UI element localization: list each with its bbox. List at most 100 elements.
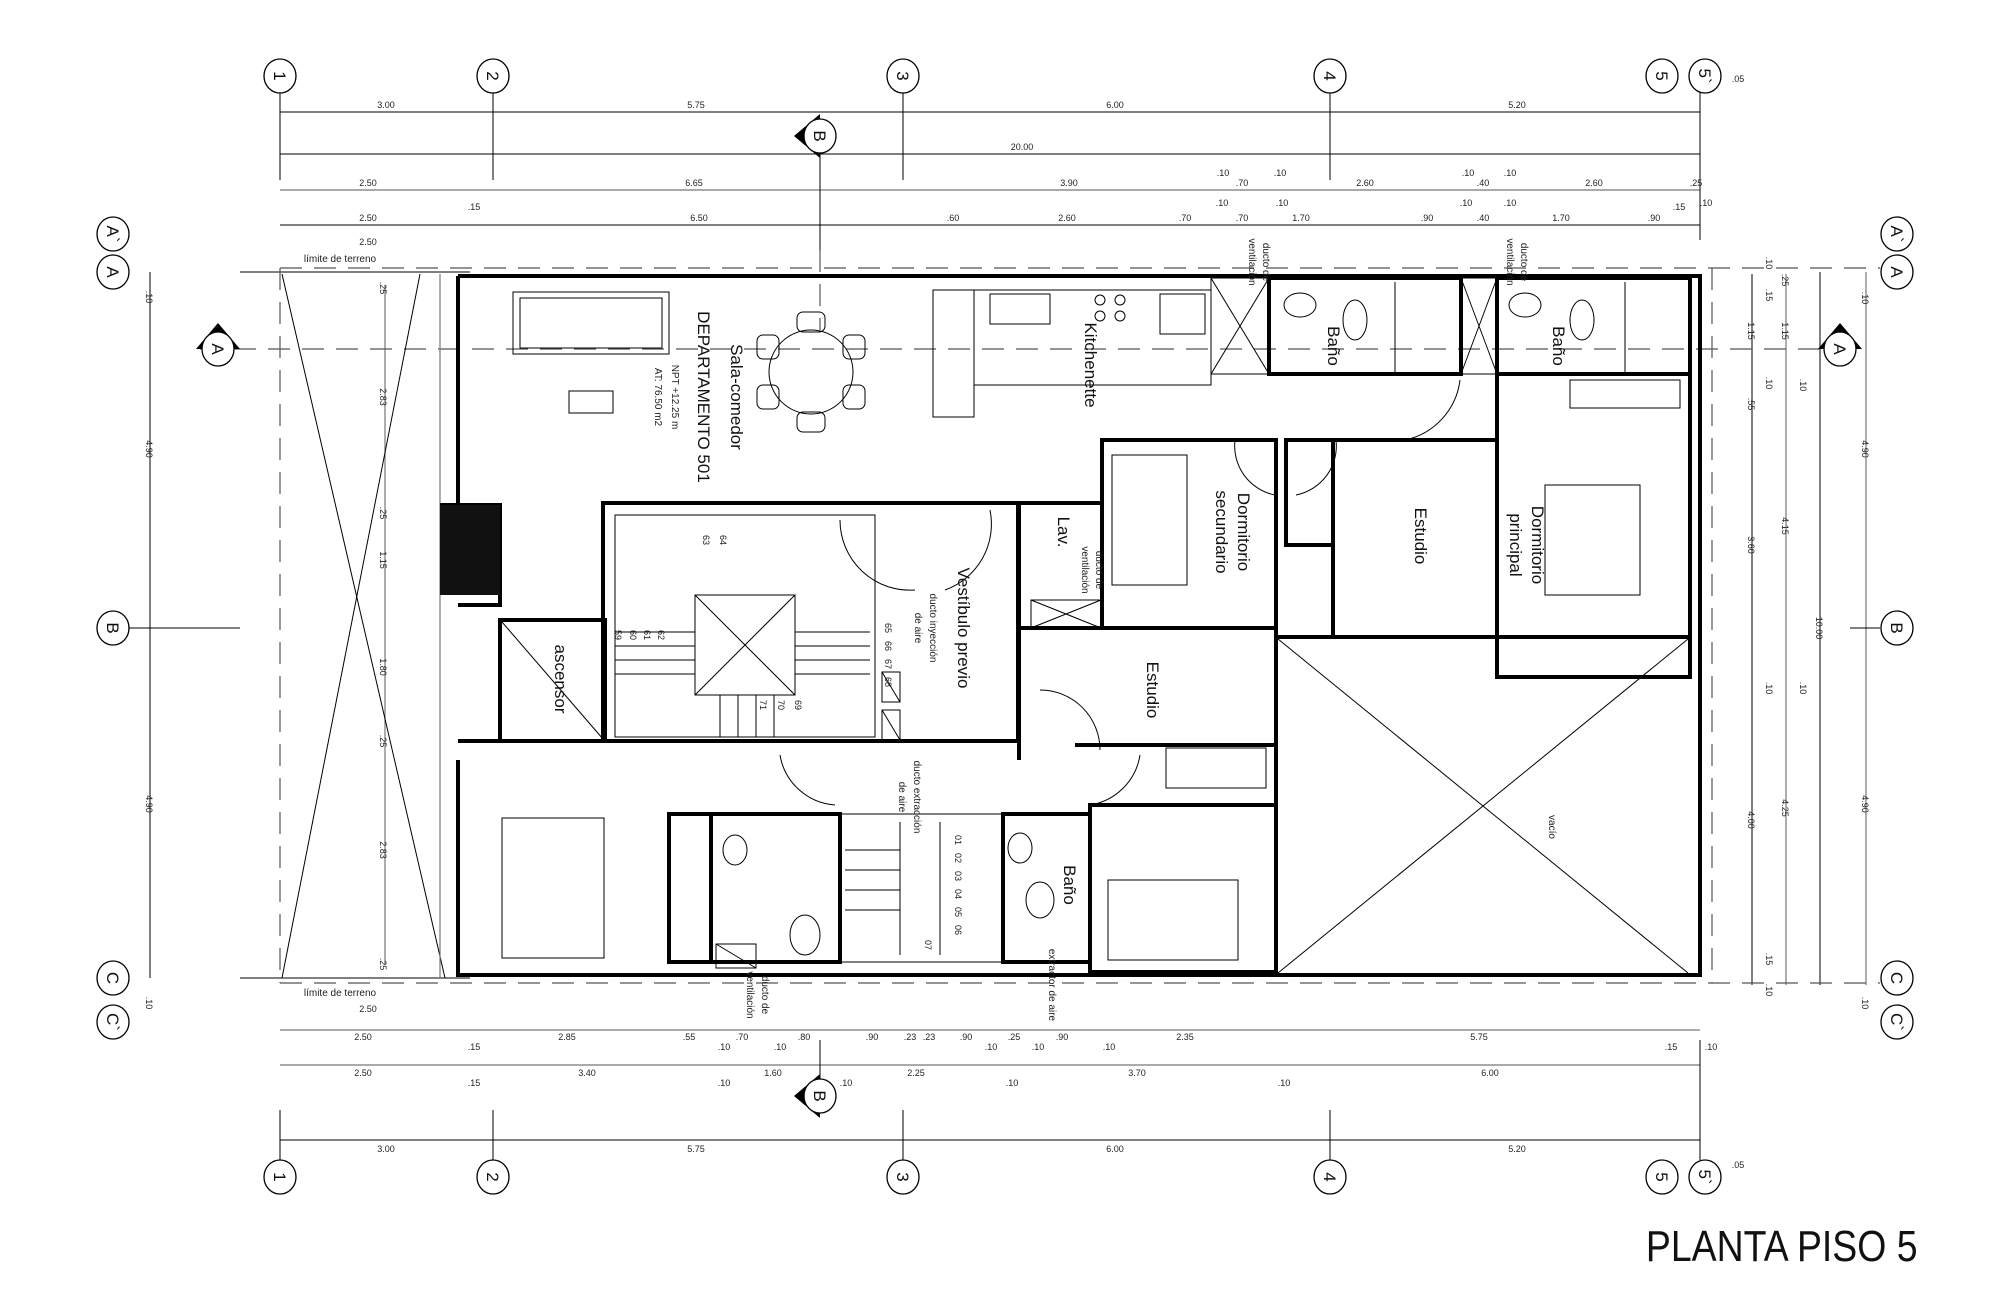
room-label-estudio: Estudio — [1411, 508, 1430, 565]
section-marker-bubble: A — [201, 331, 235, 367]
dimension-label: .10 — [1276, 198, 1289, 208]
grid-bubble-circle — [263, 58, 297, 94]
annotation-label: ducto de — [759, 976, 770, 1015]
grid-bubble-circle — [803, 118, 837, 154]
room-label-bano: Baño — [1549, 326, 1568, 366]
grid-axis-column-bubble: 5 — [1645, 1159, 1679, 1195]
dimension-label: .10 — [1798, 379, 1808, 392]
dimension-label: .15 — [468, 202, 481, 212]
annotation-label: de aire — [896, 782, 907, 813]
dimension-label: .10 — [985, 1042, 998, 1052]
dimension-label: 2.60 — [1058, 213, 1076, 223]
room-label-kitchenette: Kitchenette — [1081, 322, 1100, 407]
dimension-label: 5.75 — [687, 100, 705, 110]
dimension-label: .90 — [1421, 213, 1434, 223]
dimension-label: .10 — [1764, 682, 1774, 695]
dimension-label: .10 — [1764, 257, 1774, 270]
grid-axis-row-bubble: C — [96, 960, 130, 996]
dimension-label: 4.15 — [1780, 517, 1790, 535]
dimension-label: .15 — [1764, 953, 1774, 966]
grid-axis-column-bubble: 2 — [476, 58, 510, 94]
dimension-label: 6.00 — [1106, 100, 1124, 110]
grid-bubble-circle — [1880, 216, 1914, 252]
annotation-label: ventilación — [1079, 546, 1090, 593]
dimension-label: .25 — [1008, 1032, 1021, 1042]
room-label-dormitorio-secundario: Dormitorio — [1234, 493, 1253, 571]
dimension-label: 1.70 — [1552, 213, 1570, 223]
grid-axis-row-bubble: B — [96, 610, 130, 646]
dimension-label: .10 — [1274, 168, 1287, 178]
annotation-label: límite de terreno — [304, 988, 377, 999]
dimension-label: .10 — [1216, 198, 1229, 208]
room-label-dormitorio-principal: principal — [1506, 513, 1525, 576]
grid-bubble-label: 1 — [270, 1172, 289, 1181]
grid-bubble-label: B — [103, 622, 122, 633]
dimension-label: 2.35 — [1176, 1032, 1194, 1042]
stair-step-number: 69 — [793, 700, 803, 710]
grid-bubble-circle — [1688, 1159, 1722, 1195]
dimension-label: .10 — [1764, 984, 1774, 997]
npt-label: NPT +12.25 m — [669, 365, 680, 430]
dimension-label: .90 — [1056, 1032, 1069, 1042]
annotation-label: ducto de — [1093, 551, 1104, 590]
grid-bubble-label: A — [1830, 343, 1849, 355]
grid-axis-row-bubble: C` — [1880, 1004, 1914, 1040]
grid-bubble-circle — [96, 960, 130, 996]
grid-axis-row-bubble: A — [96, 254, 130, 290]
stair-step-number: 60 — [628, 630, 638, 640]
grid-axis-column-bubble: 1 — [263, 58, 297, 94]
dimension-label: 1.60 — [764, 1068, 782, 1078]
grid-bubble-circle — [1823, 331, 1857, 367]
dimension-label: .70 — [1236, 213, 1249, 223]
dimension-label: 6.00 — [1481, 1068, 1499, 1078]
dimension-label: 2.60 — [1585, 178, 1603, 188]
grid-bubble-circle — [1313, 1159, 1347, 1195]
dimension-label: 2.83 — [378, 841, 388, 859]
dimension-label: 2.50 — [359, 178, 377, 188]
room-label-dormitorio-secundario: secundario — [1212, 490, 1231, 573]
dimension-label: .80 — [798, 1032, 811, 1042]
dimension-label: 2.50 — [359, 213, 377, 223]
room-label-departamento: DEPARTAMENTO 501 — [694, 311, 713, 483]
grid-bubble-circle — [96, 216, 130, 252]
annotation-label: ducto inyección — [927, 594, 938, 663]
grid-bubble-circle — [263, 1159, 297, 1195]
grid-bubble-circle — [1880, 610, 1914, 646]
dimension-label: .25 — [378, 282, 388, 295]
dimension-label: .10 — [1278, 1078, 1291, 1088]
grid-bubble-label: 2 — [483, 1172, 502, 1181]
dimension-label: 2.50 — [359, 237, 377, 247]
dimension-label: .23 — [923, 1032, 936, 1042]
dimension-label: .60 — [947, 213, 960, 223]
dimension-label: .10 — [144, 997, 154, 1010]
grid-bubble-circle — [1880, 1004, 1914, 1040]
dimension-label: .10 — [1705, 1042, 1718, 1052]
stair-step-number: 03 — [953, 871, 963, 881]
grid-bubble-label: 1 — [270, 71, 289, 80]
dimension-label: 2.50 — [354, 1068, 372, 1078]
dimension-label: 4.90 — [144, 440, 154, 458]
grid-bubble-circle — [201, 331, 235, 367]
grid-axis-row-bubble: A` — [1880, 216, 1914, 252]
room-label-estudio: Estudio — [1143, 662, 1162, 719]
annotation-label: extractor de aire — [1046, 949, 1057, 1022]
stair-step-number: 64 — [718, 535, 728, 545]
grid-axis-column-bubble: 2 — [476, 1159, 510, 1195]
dimension-label: .90 — [866, 1032, 879, 1042]
dimension-label: .70 — [1236, 178, 1249, 188]
grid-bubble-label: 5 — [1652, 71, 1671, 80]
stair-step-number: 06 — [953, 925, 963, 935]
dimension-label: .25 — [378, 735, 388, 748]
annotation-label: ducto de — [1260, 243, 1271, 282]
dimension-label: .10 — [718, 1078, 731, 1088]
dimension-label: .40 — [1477, 213, 1490, 223]
stair-step-number: 63 — [701, 535, 711, 545]
grid-bubble-circle — [1880, 960, 1914, 996]
section-marker-bubble: B — [803, 118, 837, 154]
grid-bubble-circle — [803, 1078, 837, 1114]
grid-bubble-circle — [886, 1159, 920, 1195]
grid-axis-column-bubble: 4 — [1313, 1159, 1347, 1195]
dimension-label: 2.83 — [378, 388, 388, 406]
